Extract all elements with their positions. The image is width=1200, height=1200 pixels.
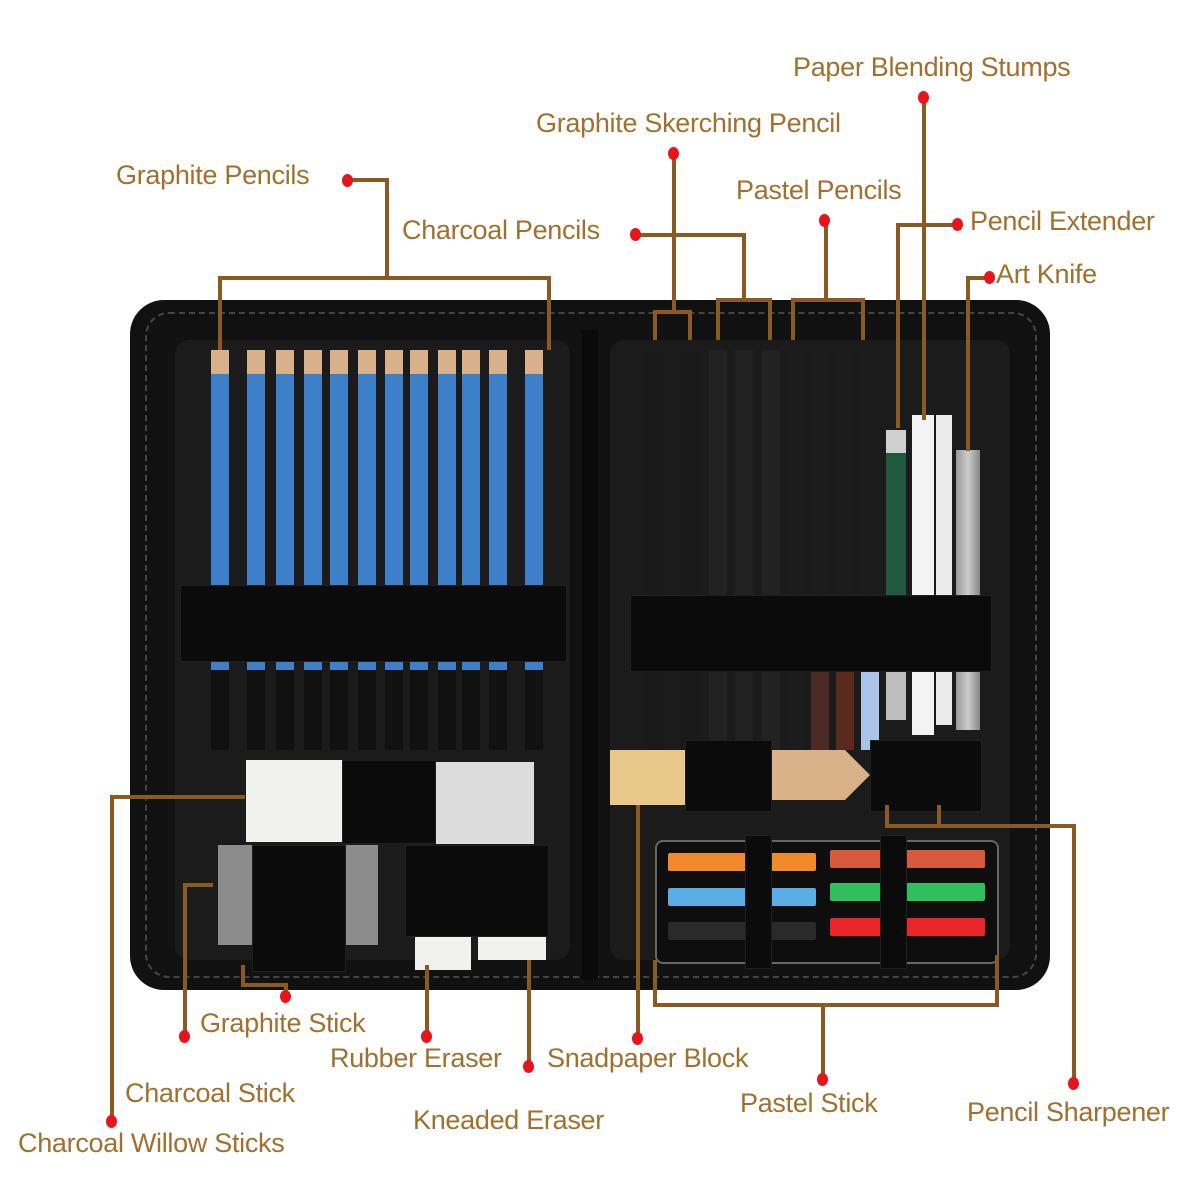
pencil-strap-right [630, 595, 992, 672]
sharpener-strap [870, 740, 982, 812]
case-spine [582, 330, 598, 980]
label-rubber-eraser: Rubber Eraser [330, 1043, 502, 1073]
label-pastel-stick: Pastel Stick [740, 1088, 878, 1118]
charcoal-sketch-box [434, 762, 534, 844]
label-pencil-extender: Pencil Extender [970, 206, 1155, 236]
label-art-knife: Art Knife [996, 259, 1097, 289]
pencil-extender [886, 430, 906, 720]
willow-strap [342, 760, 436, 844]
eraser-strap [405, 845, 549, 937]
stick-strap [252, 845, 346, 972]
willow-charcoal-box [246, 760, 344, 842]
label-snadpaper-block: Snadpaper Block [547, 1043, 749, 1073]
sandpaper-strap [685, 740, 772, 812]
label-charcoal-pencils: Charcoal Pencils [402, 215, 600, 245]
sandpaper-block [610, 750, 685, 805]
label-charcoal-stick: Charcoal Stick [125, 1078, 295, 1108]
pastel-strap-1 [745, 835, 772, 969]
label-graphite-sketching-pencil: Graphite Skerching Pencil [536, 108, 841, 138]
label-kneaded-eraser: Kneaded Eraser [413, 1105, 604, 1135]
pastel-strap-2 [880, 835, 907, 969]
label-graphite-stick: Graphite Stick [200, 1008, 366, 1038]
paper-blending-stump [912, 415, 934, 735]
pencil-strap-left [180, 585, 567, 662]
sandpaper-block-end [770, 750, 870, 800]
art-knife [956, 450, 980, 730]
label-paper-blending-stumps: Paper Blending Stumps [793, 52, 1071, 82]
paper-blending-stump [936, 415, 952, 725]
label-pastel-pencils: Pastel Pencils [736, 175, 902, 205]
label-charcoal-willow-sticks: Charcoal Willow Sticks [18, 1128, 285, 1158]
label-graphite-pencils: Graphite Pencils [116, 160, 310, 190]
label-pencil-sharpener: Pencil Sharpener [967, 1097, 1170, 1127]
